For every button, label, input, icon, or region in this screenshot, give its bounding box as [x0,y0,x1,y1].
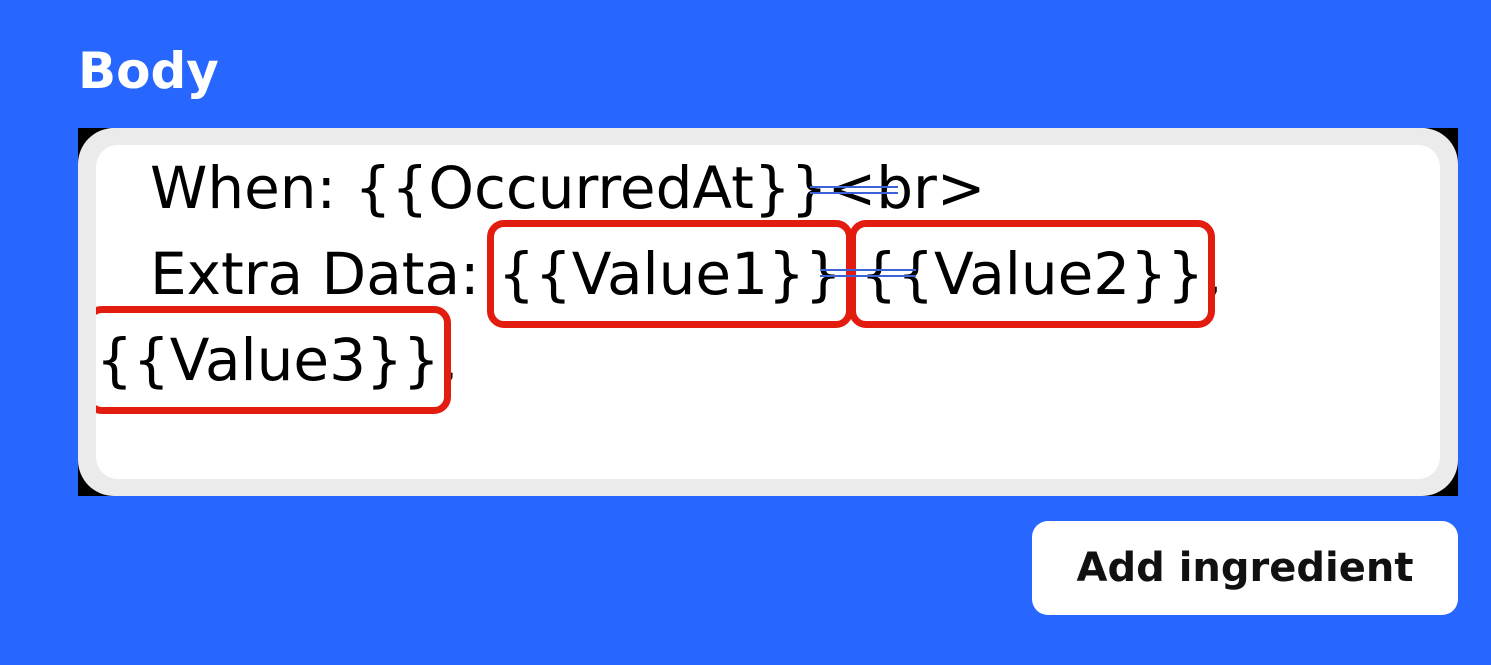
body-textarea[interactable]: When: {{OccurredAt}}<br> Extra Data: {{V… [96,145,1440,479]
ingredient-value2[interactable]: {{Value2}} [849,220,1215,328]
comma-separator: , [841,240,861,308]
ingredient-value3[interactable]: {{Value3}} [96,306,451,414]
spellcheck-underline [820,269,916,271]
when-label: When: [150,154,355,222]
body-label: Body [78,42,219,100]
body-editor-frame: When: {{OccurredAt}}<br> Extra Data: {{V… [78,128,1458,496]
ingredient-value1[interactable]: {{Value1}} [487,220,853,328]
body-text[interactable]: When: {{OccurredAt}}<br> Extra Data: {{V… [96,145,1223,414]
extra-data-label: Extra Data: [150,240,498,308]
comma-separator: , [439,326,459,394]
body-editor[interactable]: When: {{OccurredAt}}<br> Extra Data: {{V… [78,128,1458,496]
comma-separator: , [1204,240,1223,308]
line-break-tag: <br> [827,154,986,222]
ingredient-occurredat[interactable]: {{OccurredAt}} [354,154,828,222]
add-ingredient-button[interactable]: Add ingredient [1032,521,1458,615]
body-line-extra-data: Extra Data: {{Value1}},{{Value2}}, [150,220,1223,328]
body-line-value3: {{Value3}}, [96,306,1222,414]
spellcheck-underline [810,192,898,194]
spellcheck-underline [820,275,916,277]
body-line-when: When: {{OccurredAt}}<br> [150,145,1222,231]
spellcheck-underline [810,186,898,188]
